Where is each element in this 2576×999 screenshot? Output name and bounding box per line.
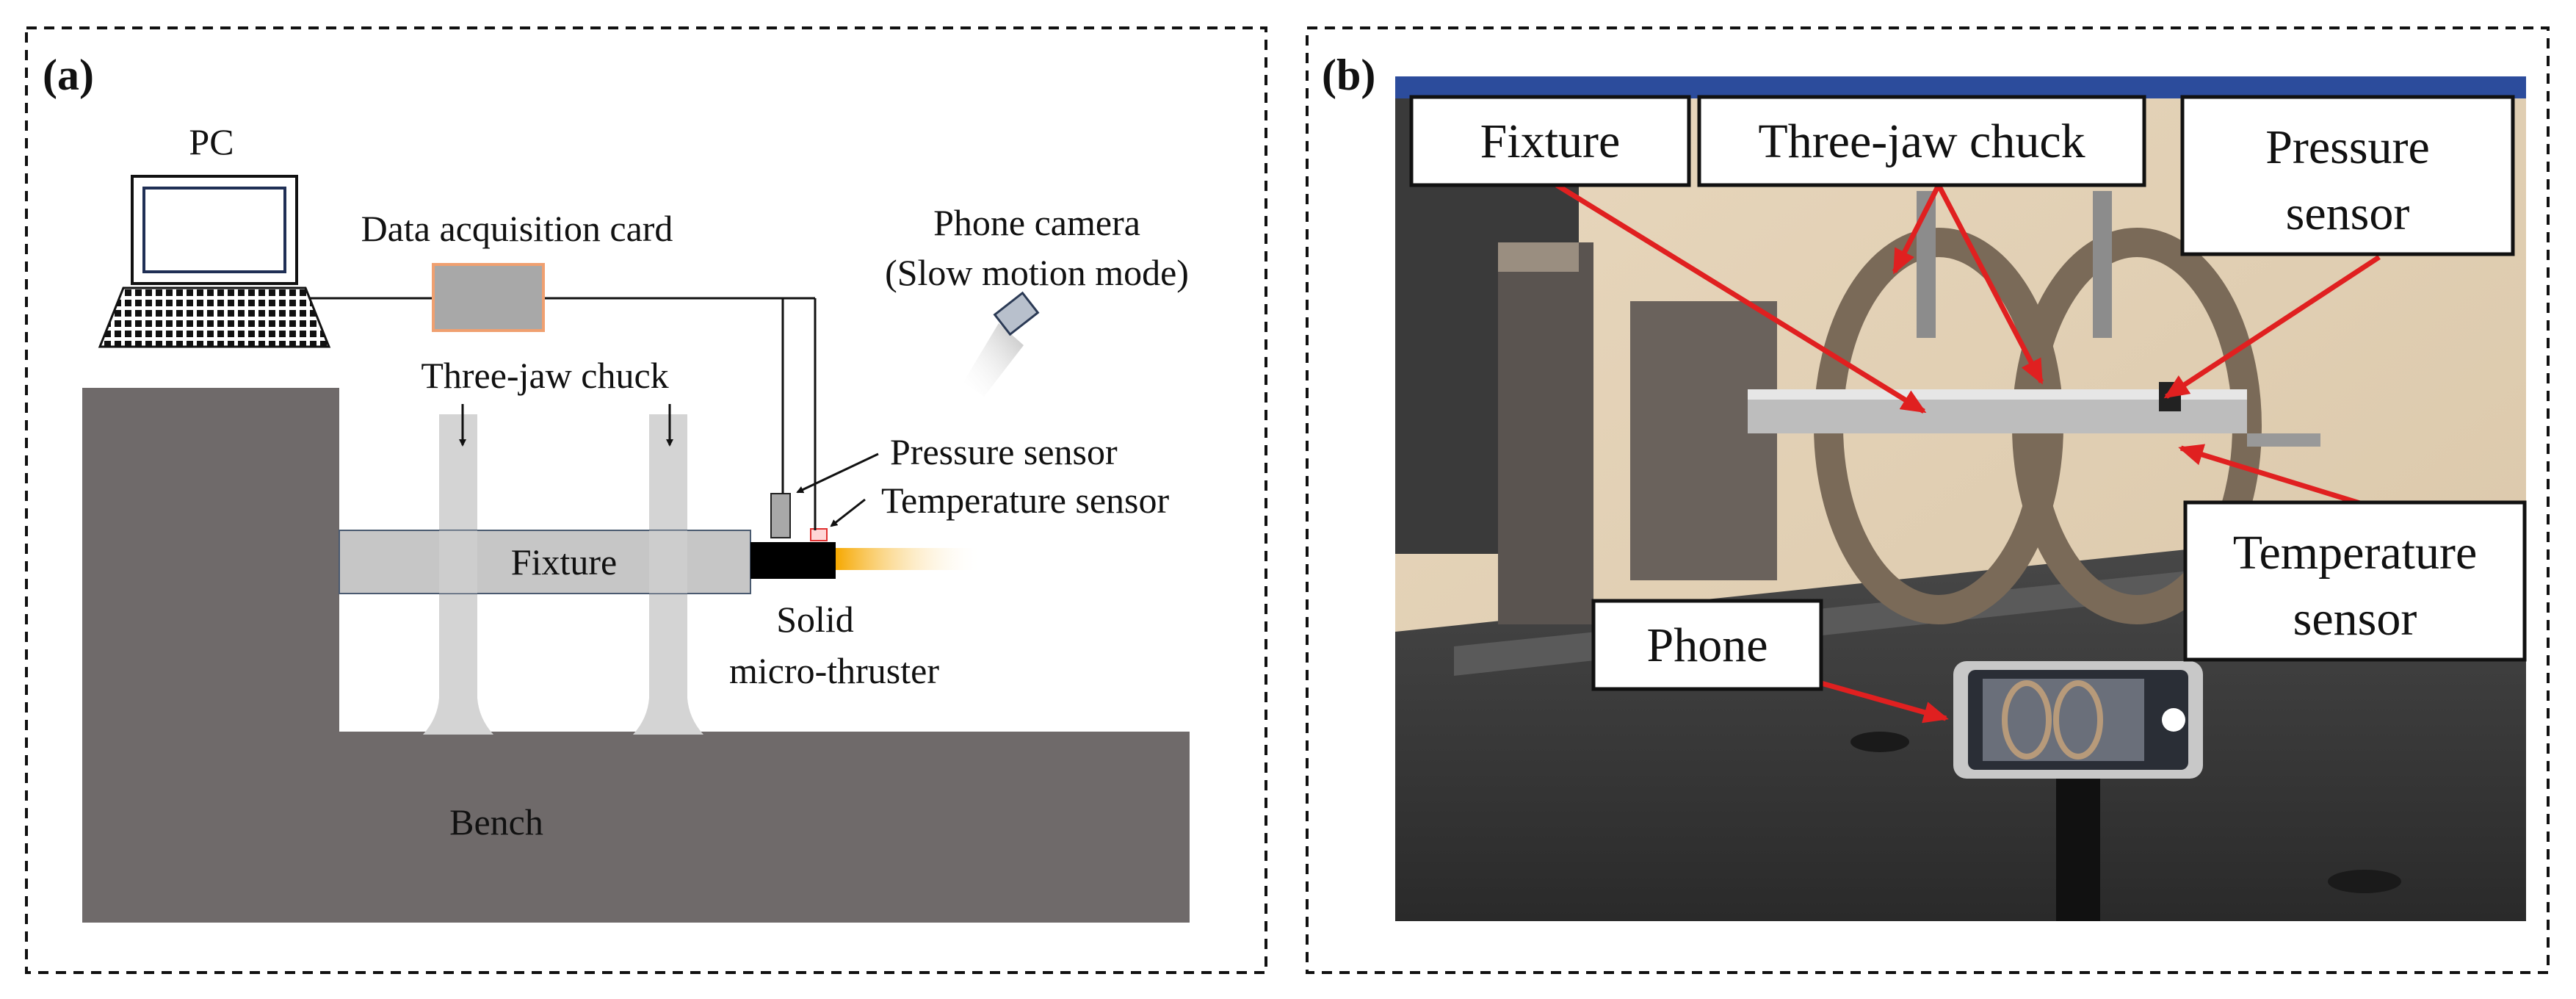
callout-temperature-text-line2: sensor — [2293, 592, 2417, 646]
panel-b: (b) Fixture Three-jaw chuck Pressure sen… — [1306, 26, 2550, 974]
callout-fixture-box — [1409, 95, 1691, 187]
thruster-label-line2: micro-thruster — [729, 650, 939, 691]
chuck-post-left-overlay — [439, 530, 477, 594]
wires — [308, 297, 817, 530]
pc-keyboard — [98, 286, 331, 348]
daq-card — [432, 263, 545, 332]
pressure-label: Pressure sensor — [890, 431, 1118, 472]
daq-label: Data acquisition card — [361, 208, 673, 249]
arrow-pressure — [2163, 255, 2381, 399]
callout-pressure-text-line1: Pressure — [2265, 120, 2430, 174]
arrow-temperature — [2178, 444, 2373, 510]
bench-label: Bench — [449, 801, 543, 843]
camera-icon — [993, 291, 1040, 336]
pc-label: PC — [189, 121, 234, 162]
chuck-post-right-overlay — [649, 530, 687, 594]
fixture-label: Fixture — [511, 541, 617, 583]
callout-pressure-box — [2180, 95, 2515, 256]
callout-fixture-text: Fixture — [1480, 115, 1621, 168]
pc-screen — [142, 187, 286, 273]
arrow-phone — [1820, 680, 1949, 724]
arrow-chuck-left — [1892, 184, 1942, 275]
callout-chuck-text: Three-jaw chuck — [1758, 115, 2085, 168]
callout-chuck-box — [1697, 95, 2146, 187]
pressure-arrow — [796, 452, 879, 494]
temperature-label: Temperature sensor — [881, 480, 1170, 521]
panel-a: (a) Bench Fixture Data acquisition card — [25, 26, 1267, 974]
temperature-sensor — [810, 528, 828, 541]
callout-arrows — [1555, 183, 2381, 724]
camera-beam — [963, 323, 1024, 397]
callout-phone-box — [1591, 599, 1823, 691]
thruster-label-line1: Solid — [776, 599, 854, 640]
callout-pressure-text-line2: sensor — [2286, 187, 2410, 240]
micro-thruster — [750, 542, 836, 579]
panel-b-frame — [1306, 26, 2550, 974]
pressure-sensor — [770, 493, 791, 538]
callout-temperature-text-line1: Temperature — [2233, 526, 2478, 580]
thruster-plume — [836, 548, 983, 570]
panel-b-tag: (b) — [1322, 51, 1375, 99]
camera-label-line2: (Slow motion mode) — [885, 252, 1189, 293]
panel-a-tag: (a) — [43, 51, 94, 99]
bench — [82, 388, 1190, 923]
arrow-chuck-right — [1936, 184, 2044, 385]
chuck-label: Three-jaw chuck — [421, 355, 668, 396]
camera-label-line1: Phone camera — [933, 202, 1140, 243]
arrow-fixture — [1555, 183, 1927, 414]
panel-a-frame — [25, 26, 1267, 974]
temperature-arrow — [830, 498, 866, 527]
callout-temperature-box — [2183, 500, 2527, 662]
callout-phone-text: Phone — [1647, 618, 1768, 672]
